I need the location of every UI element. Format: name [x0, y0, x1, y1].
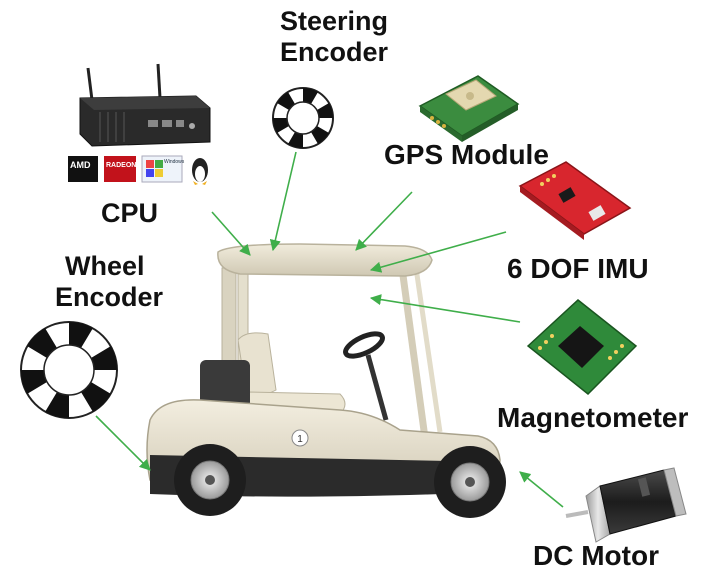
gps-module-label: GPS Module [384, 139, 549, 170]
cpu-mini-pc-image [79, 63, 211, 147]
arrow-gps [355, 191, 413, 251]
imu-label: 6 DOF IMU [507, 253, 649, 284]
svg-text:1: 1 [297, 434, 303, 445]
amd-logo-text: AMD [70, 160, 91, 170]
steering-encoder-label: Steering Encoder [280, 6, 388, 68]
golf-cart-illustration: 1 [146, 243, 506, 518]
arrow-dc-motor [519, 471, 564, 508]
steering-encoder-label-line2: Encoder [280, 37, 389, 68]
arrow-imu [369, 231, 507, 273]
cpu-platform-logos [68, 155, 208, 185]
wheel-encoder-label-line2: Encoder [55, 282, 164, 313]
steering-encoder-label-line1: Steering [280, 6, 389, 36]
dc-motor-label: DC Motor [533, 540, 659, 571]
arrow-magnetometer [369, 294, 521, 323]
windows-logo-text: Windows [164, 159, 185, 165]
gps-module-board [418, 75, 520, 142]
wheel-encoder-disc [20, 321, 118, 419]
arrow-wheel-encoder [95, 415, 151, 471]
imu-board [518, 161, 632, 240]
magnetometer-board [526, 299, 638, 396]
arrow-steering-encoder [269, 151, 297, 252]
magnetometer-label: Magnetometer [497, 402, 689, 433]
dc-motor-image [565, 467, 687, 543]
radeon-logo-text: RADEON [106, 162, 137, 169]
arrow-cpu [211, 211, 251, 256]
steering-encoder-disc [272, 87, 334, 149]
wheel-encoder-label-line1: Wheel [65, 251, 145, 281]
cpu-label: CPU [101, 198, 159, 228]
wheel-encoder-label: Wheel Encoder [55, 251, 163, 313]
